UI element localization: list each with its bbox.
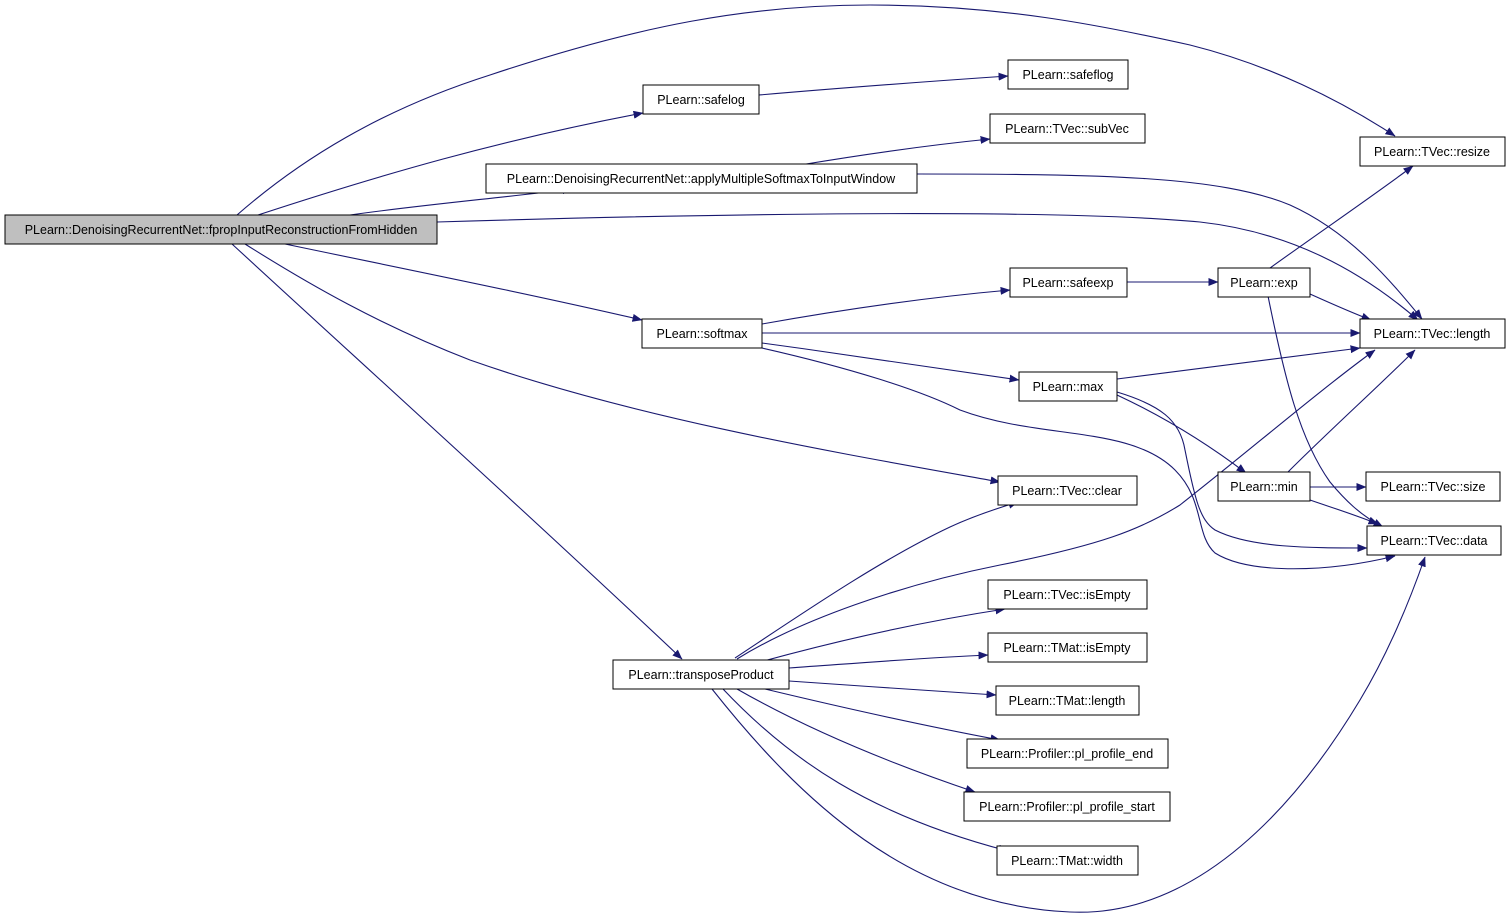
edge-exp-length: [1309, 293, 1372, 321]
edge-softmax-max: [761, 342, 1020, 383]
edge-tp-clear: [734, 500, 1019, 659]
node-TVec-resize[interactable]: PLearn::TVec::resize: [1359, 136, 1506, 167]
node-TVec-isEmpty[interactable]: PLearn::TVec::isEmpty: [987, 579, 1148, 610]
node-TMat-width[interactable]: PLearn::TMat::width: [996, 845, 1139, 876]
edge-applyMultiple-length: [916, 173, 1423, 320]
node-label: PLearn::Profiler::pl_profile_end: [981, 747, 1153, 761]
node-label: PLearn::safelog: [657, 93, 745, 107]
node-TVec-data[interactable]: PLearn::TVec::data: [1366, 525, 1502, 556]
edge-safelog-safeflog: [758, 72, 1009, 96]
node-pl-profile-start[interactable]: PLearn::Profiler::pl_profile_start: [963, 791, 1171, 822]
edge-softmax-data: [761, 347, 1396, 570]
edge-tp-plEnd: [764, 688, 1001, 743]
edge-max-length: [1116, 345, 1361, 380]
node-softmax[interactable]: PLearn::softmax: [641, 318, 763, 349]
nodes-layer: PLearn::DenoisingRecurrentNet::fpropInpu…: [4, 59, 1506, 876]
node-exp[interactable]: PLearn::exp: [1217, 267, 1311, 298]
node-label: PLearn::TVec::data: [1380, 534, 1487, 548]
edge-tp-matLength: [788, 680, 997, 699]
node-label: PLearn::TVec::clear: [1012, 484, 1122, 498]
edge-min-data: [1309, 499, 1379, 525]
edge-tp-length: [736, 349, 1376, 660]
edge-root-clear: [244, 243, 1001, 485]
node-label: PLearn::safeflog: [1022, 68, 1113, 82]
edge-min-length: [1287, 349, 1416, 473]
node-label: PLearn::softmax: [656, 327, 748, 341]
node-label: PLearn::max: [1033, 380, 1105, 394]
node-applyMultipleSoftmaxToInputWindow[interactable]: PLearn::DenoisingRecurrentNet::applyMult…: [485, 163, 918, 194]
edge-tp-width: [722, 688, 1009, 853]
node-label: PLearn::TMat::isEmpty: [1003, 641, 1131, 655]
edge-max-min: [1116, 394, 1247, 474]
edge-tp-isEmptyVec: [759, 606, 1006, 663]
edge-root-transposeProduct: [231, 243, 683, 660]
node-safeexp[interactable]: PLearn::safeexp: [1009, 267, 1128, 298]
node-safeflog[interactable]: PLearn::safeflog: [1007, 59, 1129, 90]
edge-max-data: [1116, 391, 1368, 552]
node-label: PLearn::DenoisingRecurrentNet::applyMult…: [507, 172, 896, 186]
node-fpropInputReconstructionFromHidden[interactable]: PLearn::DenoisingRecurrentNet::fpropInpu…: [4, 214, 438, 245]
node-label: PLearn::TVec::subVec: [1005, 122, 1129, 136]
edge-root-length: [436, 213, 1419, 321]
edges-layer: [231, 4, 1426, 913]
node-TVec-length[interactable]: PLearn::TVec::length: [1359, 318, 1506, 349]
edge-root-resize: [236, 4, 1396, 216]
node-subVec[interactable]: PLearn::TVec::subVec: [989, 113, 1146, 144]
node-label: PLearn::TVec::length: [1374, 327, 1491, 341]
node-transposeProduct[interactable]: PLearn::transposeProduct: [612, 659, 790, 690]
node-safelog[interactable]: PLearn::safelog: [642, 84, 760, 115]
edge-exp-data: [1267, 295, 1384, 528]
edge-softmax-safeexp: [761, 286, 1011, 325]
node-pl-profile-end[interactable]: PLearn::Profiler::pl_profile_end: [966, 738, 1169, 769]
node-label: PLearn::TMat::width: [1011, 854, 1123, 868]
edge-tp-isEmptyMat: [788, 651, 989, 669]
node-TVec-clear[interactable]: PLearn::TVec::clear: [997, 475, 1138, 506]
node-label: PLearn::TVec::isEmpty: [1003, 588, 1131, 602]
edge-tp-plStart: [736, 688, 976, 793]
node-label: PLearn::safeexp: [1022, 276, 1113, 290]
node-label: PLearn::min: [1230, 480, 1297, 494]
edge-applyMultiple-subVec: [799, 135, 991, 166]
node-min[interactable]: PLearn::min: [1217, 471, 1311, 502]
node-label: PLearn::DenoisingRecurrentNet::fpropInpu…: [25, 223, 418, 237]
node-label: PLearn::TVec::size: [1381, 480, 1486, 494]
node-TMat-isEmpty[interactable]: PLearn::TMat::isEmpty: [987, 632, 1148, 663]
node-TVec-size[interactable]: PLearn::TVec::size: [1365, 471, 1501, 502]
edge-root-softmax: [284, 243, 643, 322]
node-label: PLearn::TMat::length: [1009, 694, 1126, 708]
edge-tp-data: [711, 556, 1426, 913]
edge-root-safelog: [257, 110, 644, 216]
node-label: PLearn::TVec::resize: [1374, 145, 1490, 159]
edge-exp-resize: [1269, 165, 1414, 269]
node-label: PLearn::transposeProduct: [628, 668, 774, 682]
node-label: PLearn::exp: [1230, 276, 1297, 290]
node-TMat-length[interactable]: PLearn::TMat::length: [995, 685, 1140, 716]
node-label: PLearn::Profiler::pl_profile_start: [979, 800, 1155, 814]
node-max[interactable]: PLearn::max: [1018, 371, 1118, 402]
